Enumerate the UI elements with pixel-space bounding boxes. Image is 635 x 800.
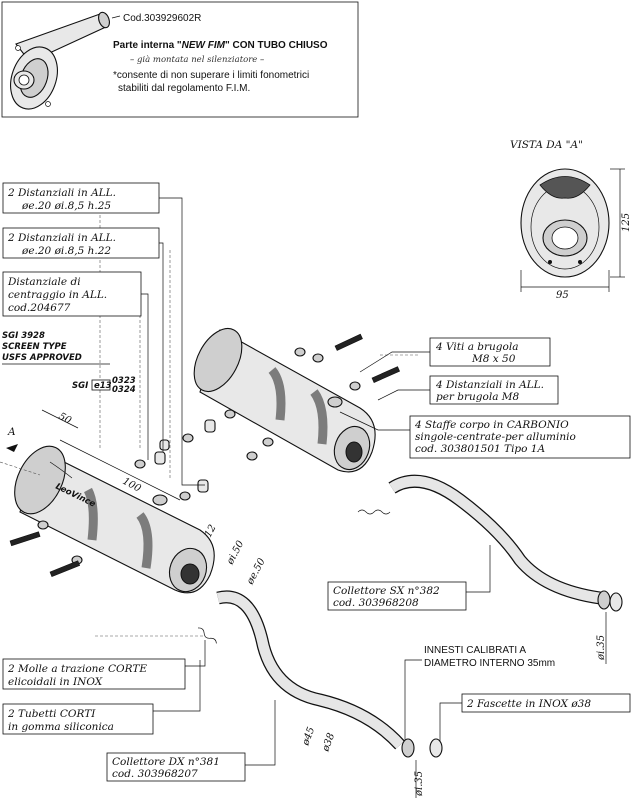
svg-text:in gomma siliconica: in gomma siliconica — [8, 721, 114, 733]
callout-screws: 4 Viti a brugola M8 x 50 — [359, 337, 551, 373]
svg-text:cod.204677: cod.204677 — [8, 302, 71, 314]
svg-text:2 Molle a trazione CORTE: 2 Molle a trazione CORTE — [7, 663, 147, 675]
svg-text:0323: 0323 — [112, 376, 136, 386]
svg-text:SGI 3928: SGI 3928 — [2, 331, 45, 341]
callout-collector-dx: Collettore DX n°381 cod. 303968207 — [106, 700, 276, 782]
callout-clamps: 2 Fascette in INOX ø38 — [439, 693, 631, 742]
callout-innesti: INNESTI CALIBRATI A DIAMETRO INTERNO 35m… — [404, 645, 555, 740]
dim-12: 12 — [203, 523, 219, 539]
fim-insert-drawing — [10, 11, 121, 110]
view-width-dim: 95 — [556, 290, 569, 301]
callout-springs: 2 Molle a trazione CORTE elicoidali in I… — [2, 635, 206, 690]
svg-text:2 Tubetti CORTI: 2 Tubetti CORTI — [7, 708, 96, 720]
dim-45: ø45 — [300, 726, 317, 748]
svg-text:INNESTI CALIBRATI A: INNESTI CALIBRATI A — [424, 645, 526, 656]
svg-text:4 Staffe corpo in CARBONIO: 4 Staffe corpo in CARBONIO — [414, 419, 569, 431]
svg-text:e13: e13 — [94, 381, 112, 391]
svg-text:4 Viti a brugola: 4 Viti a brugola — [435, 341, 518, 353]
callout-spacer-25: 2 Distanziali in ALL. øe.20 øi.8,5 h.25 — [2, 182, 205, 486]
svg-text:DIAMETRO INTERNO 35mm: DIAMETRO INTERNO 35mm — [424, 658, 555, 669]
svg-text:Collettore DX n°381: Collettore DX n°381 — [112, 756, 220, 768]
svg-text:øe.20 øi.8,5 h.22: øe.20 øi.8,5 h.22 — [21, 245, 111, 257]
hardware-parts — [9, 333, 401, 644]
insert-note-line1: *consente di non superare i limiti fonom… — [113, 70, 309, 81]
svg-text:centraggio in ALL.: centraggio in ALL. — [8, 289, 107, 301]
view-from-a: VISTA DA "A" 125 95 — [510, 139, 632, 301]
insert-note-line2: stabiliti dal regolamento F.I.M. — [118, 83, 250, 94]
svg-text:per brugola M8: per brugola M8 — [436, 391, 520, 403]
svg-text:0324: 0324 — [112, 385, 136, 395]
left-silencer: LeoVince — [14, 445, 215, 594]
svg-text:SCREEN TYPE: SCREEN TYPE — [2, 342, 67, 352]
callout-brackets: 4 Staffe corpo in CARBONIO singole-centr… — [339, 411, 631, 459]
dim-38: ø38 — [320, 732, 337, 754]
svg-text:4 Distanziali in ALL.: 4 Distanziali in ALL. — [435, 379, 544, 391]
collector-sx-pipe — [388, 474, 623, 612]
svg-text:A: A — [7, 426, 16, 438]
approval-marks: SGI 3928 SCREEN TYPE USFS APPROVED SGI e… — [2, 331, 136, 395]
dim-di35-right: øi.35 — [596, 635, 607, 661]
svg-text:Collettore SX n°382: Collettore SX n°382 — [333, 585, 440, 597]
insert-description: Parte interna "NEW FIM" CON TUBO CHIUSO — [113, 40, 328, 51]
svg-text:2 Distanziali in ALL.: 2 Distanziali in ALL. — [7, 232, 116, 244]
dim-de50: øe.50 — [244, 556, 268, 587]
svg-text:cod. 303968208: cod. 303968208 — [333, 597, 419, 609]
svg-text:2 Fascette in INOX ø38: 2 Fascette in INOX ø38 — [466, 698, 591, 710]
svg-text:Distanziale di: Distanziale di — [7, 276, 81, 288]
svg-text:elicoidali in INOX: elicoidali in INOX — [8, 676, 103, 688]
right-silencer — [152, 327, 376, 506]
dimension-labels: 50 100 12 øi.50 øe.50 øi.35 ø45 ø38 øi.3… — [41, 409, 607, 798]
dim-di35-bottom: øi.35 — [414, 771, 425, 797]
insert-code: Cod.303929602R — [123, 13, 201, 24]
svg-text:singole-centrate-per alluminio: singole-centrate-per alluminio — [415, 431, 576, 443]
callout-spacer-22: 2 Distanziali in ALL. øe.20 øi.8,5 h.22 — [2, 227, 164, 452]
header-info-box: Cod.303929602R Parte interna "NEW FIM" C… — [1, 1, 359, 118]
dim-di50: øi.50 — [224, 538, 246, 567]
callout-collector-sx: Collettore SX n°382 cod. 303968208 — [327, 545, 491, 611]
insert-note-mounted: – già montata nel silenziatore – — [130, 54, 264, 65]
svg-text:M8 x 50: M8 x 50 — [471, 353, 516, 365]
svg-text:cod. 303801501 Tipo 1A: cod. 303801501 Tipo 1A — [415, 443, 545, 455]
callout-tubes: 2 Tubetti CORTI in gomma siliconica — [2, 660, 201, 735]
view-marker-a: A — [6, 426, 18, 452]
svg-text:SGI: SGI — [72, 381, 88, 391]
svg-text:USFS APPROVED: USFS APPROVED — [2, 353, 82, 363]
callout-centering-spacer: Distanziale di centraggio in ALL. cod.20… — [2, 271, 149, 460]
svg-text:cod. 303968207: cod. 303968207 — [112, 768, 198, 780]
callout-spacers-4: 4 Distanziali in ALL. per brugola M8 — [377, 375, 559, 405]
svg-text:øe.20 øi.8,5 h.25: øe.20 øi.8,5 h.25 — [21, 200, 111, 212]
svg-text:2 Distanziali in ALL.: 2 Distanziali in ALL. — [7, 187, 116, 199]
view-height-dim: 125 — [621, 213, 632, 232]
collector-dx-pipe — [216, 590, 443, 758]
view-title: VISTA DA "A" — [510, 139, 583, 151]
